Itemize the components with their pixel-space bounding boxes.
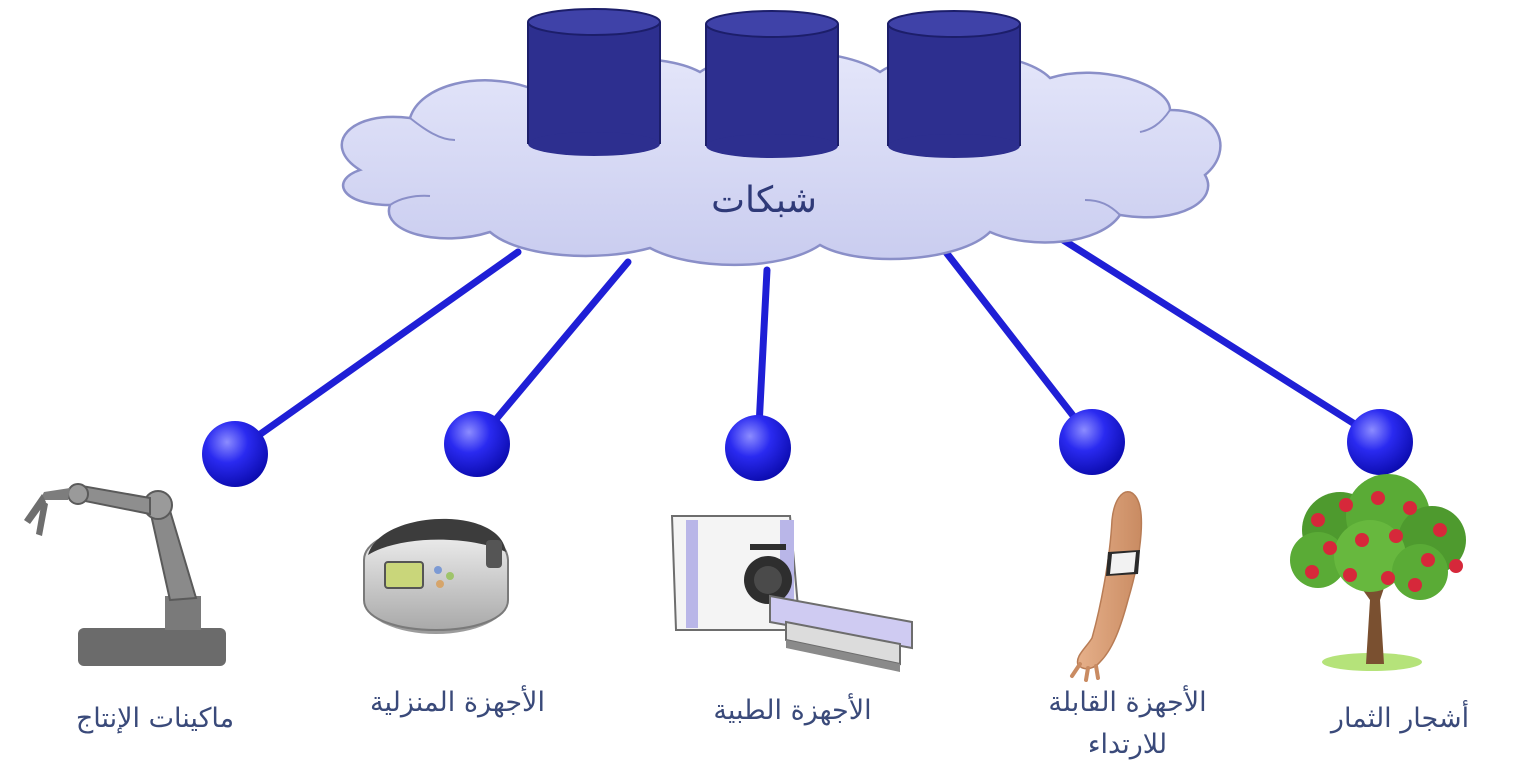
label-home-appliances: الأجهزة المنزلية [370,687,545,718]
link-production [231,248,522,456]
wearable-arm-icon [1070,491,1143,682]
node-trees [1347,409,1413,475]
label-production-machines: ماكينات الإنتاج [75,703,235,734]
database-icon-1 [527,8,661,156]
database-icon-2 [705,10,839,158]
robot-arm-icon [24,483,226,666]
node-production [202,421,268,487]
node-home [444,411,510,477]
label-medical-devices: الأجهزة الطبية [713,695,872,726]
link-trees [1056,234,1384,444]
fruit-tree-icon [1290,474,1466,671]
link-home [473,258,632,446]
network-label: شبكات [711,180,817,221]
label-fruit-trees: أشجار الثمار [1330,703,1470,734]
database-icons [527,8,1021,158]
label-wearables-line1: الأجهزة القابلة [1048,687,1207,718]
medical-scanner-icon [670,515,913,672]
label-wearables-line2: للارتداء [1087,729,1168,760]
database-icon-3 [887,10,1021,158]
network-nodes [202,409,1413,487]
link-wearables [934,238,1096,444]
node-medical [725,415,791,481]
node-wearables [1059,409,1125,475]
network-links [231,234,1384,456]
rice-cooker-icon [363,518,509,634]
